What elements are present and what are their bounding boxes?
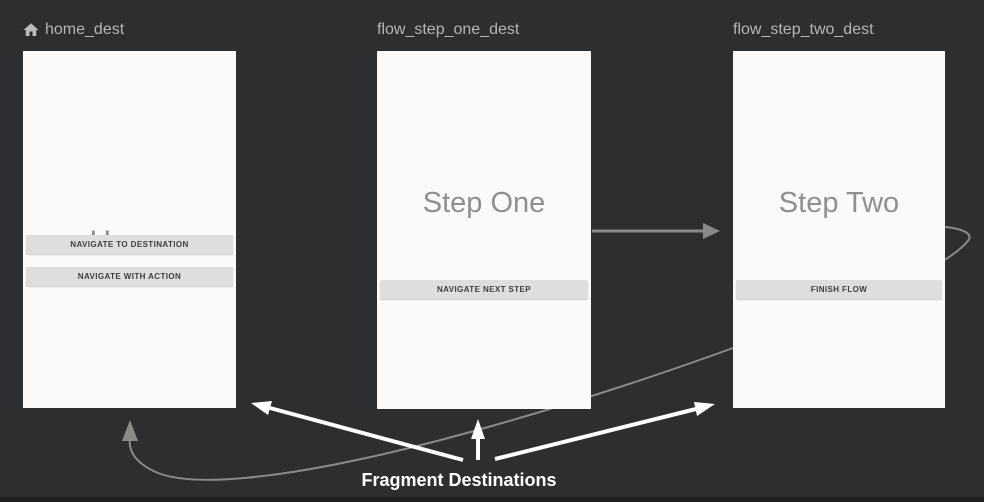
annotation-arrow-left <box>251 401 464 462</box>
window-bottom-edge <box>0 497 984 502</box>
preview-button-finish-flow: FINISH FLOW <box>736 280 942 299</box>
preview-title: Step Two <box>778 187 900 219</box>
home-icon <box>23 23 39 36</box>
preview-button-navigate-next-step: NAVIGATE NEXT STEP <box>380 280 588 299</box>
destination-card-home-dest[interactable]: Home NAVIGATE TO DESTINATION NAVIGATE WI… <box>23 51 236 408</box>
action-arrow-step-one-to-step-two[interactable] <box>592 223 720 239</box>
annotation-arrowhead-middle <box>471 419 485 439</box>
annotation-arrowhead-left <box>251 401 272 415</box>
destination-label-flow-step-two-dest[interactable]: flow_step_two_dest <box>733 21 874 39</box>
destination-label-text: home_dest <box>45 21 125 38</box>
annotation-arrow-right <box>494 402 715 461</box>
action-arrowhead <box>703 223 720 239</box>
annotation-arrowhead-right <box>694 402 715 416</box>
annotation-arrow-middle <box>471 419 485 460</box>
destination-label-text: flow_step_one_dest <box>377 21 520 38</box>
destination-card-flow-step-two-dest[interactable]: Step Two FINISH FLOW <box>733 51 945 408</box>
destination-card-flow-step-one-dest[interactable]: Step One NAVIGATE NEXT STEP <box>377 51 591 409</box>
annotation-caption: Fragment Destinations <box>361 470 557 490</box>
destination-label-flow-step-one-dest[interactable]: flow_step_one_dest <box>377 21 519 39</box>
destination-label-text: flow_step_two_dest <box>733 21 874 38</box>
destination-label-home-dest[interactable]: home_dest <box>22 21 124 39</box>
preview-button-navigate-to-destination: NAVIGATE TO DESTINATION <box>26 235 233 254</box>
preview-title: Step One <box>422 187 546 219</box>
preview-button-navigate-with-action: NAVIGATE WITH ACTION <box>26 267 233 286</box>
pop-action-arrowhead <box>122 420 138 441</box>
